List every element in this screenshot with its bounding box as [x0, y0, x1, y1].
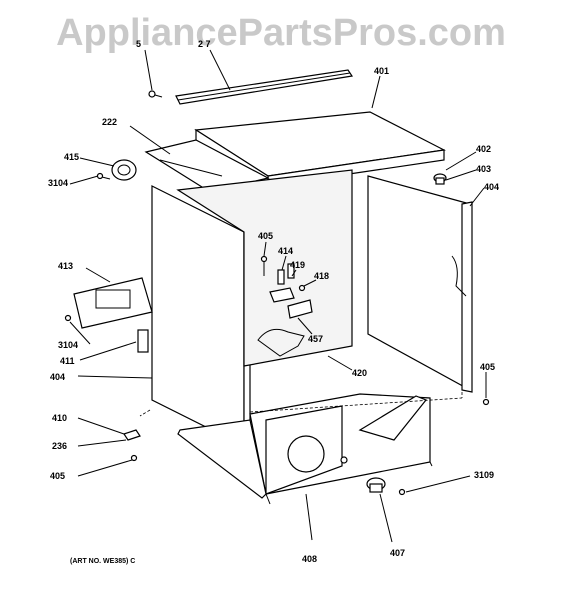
top-frame-222: [144, 139, 270, 193]
callout-236: 236: [52, 441, 68, 451]
callout-404-right: 404: [484, 182, 500, 192]
part-411: [137, 329, 149, 353]
screw-405: [260, 255, 268, 276]
screw-3104-top: [96, 172, 111, 180]
callout-419: 419: [290, 260, 306, 270]
callout-415: 415: [64, 152, 80, 162]
art-number: (ART NO. WE385) C: [70, 558, 136, 565]
screw-3104-left: [64, 314, 72, 322]
bracket-413: [73, 277, 153, 329]
callout-3104-top: 3104: [48, 178, 69, 188]
callout-413: 413: [58, 261, 74, 271]
screw-3109: [398, 488, 406, 496]
clip-410: [123, 429, 141, 441]
part-415: [111, 159, 137, 181]
callout-410: 410: [52, 413, 68, 423]
right-side-panel-404: [367, 175, 473, 393]
callout-3109: 3109: [474, 470, 495, 480]
callout-402: 402: [476, 144, 492, 154]
callout-405-right: 405: [480, 362, 496, 372]
callout-408: 408: [302, 554, 318, 564]
screw-405-right: [482, 398, 490, 406]
screw-405-lower: [130, 454, 138, 462]
callout-411: 411: [60, 356, 75, 366]
part-419: [287, 263, 295, 279]
callout-3104-left: 3104: [58, 340, 79, 350]
watermark-logo: AppliancePartsPros.com: [56, 12, 506, 54]
base-408: [177, 393, 433, 505]
top-rail-bracket: [175, 69, 354, 105]
callout-457: 457: [308, 334, 324, 344]
callout-420: 420: [352, 368, 368, 378]
leader-lines: [69, 49, 487, 543]
callout-222: 222: [102, 117, 118, 127]
callout-403: 403: [476, 164, 492, 174]
callout-418: 418: [314, 271, 330, 281]
screw-5: [148, 90, 163, 98]
callout-401: 401: [374, 66, 390, 76]
part-414: [277, 269, 285, 285]
back-panel-420: [176, 169, 353, 367]
callout-27: 2 7: [198, 39, 211, 49]
callout-404-left: 404: [50, 372, 66, 382]
callout-414: 414: [278, 246, 294, 256]
callout-405-lower: 405: [50, 471, 66, 481]
callout-5: 5: [136, 39, 142, 49]
bracket-457: [269, 287, 313, 319]
part-418: [298, 284, 306, 292]
callout-405-center: 405: [258, 231, 274, 241]
leg-407: [366, 477, 386, 493]
knob-402: [433, 173, 447, 185]
callout-407: 407: [390, 548, 406, 558]
